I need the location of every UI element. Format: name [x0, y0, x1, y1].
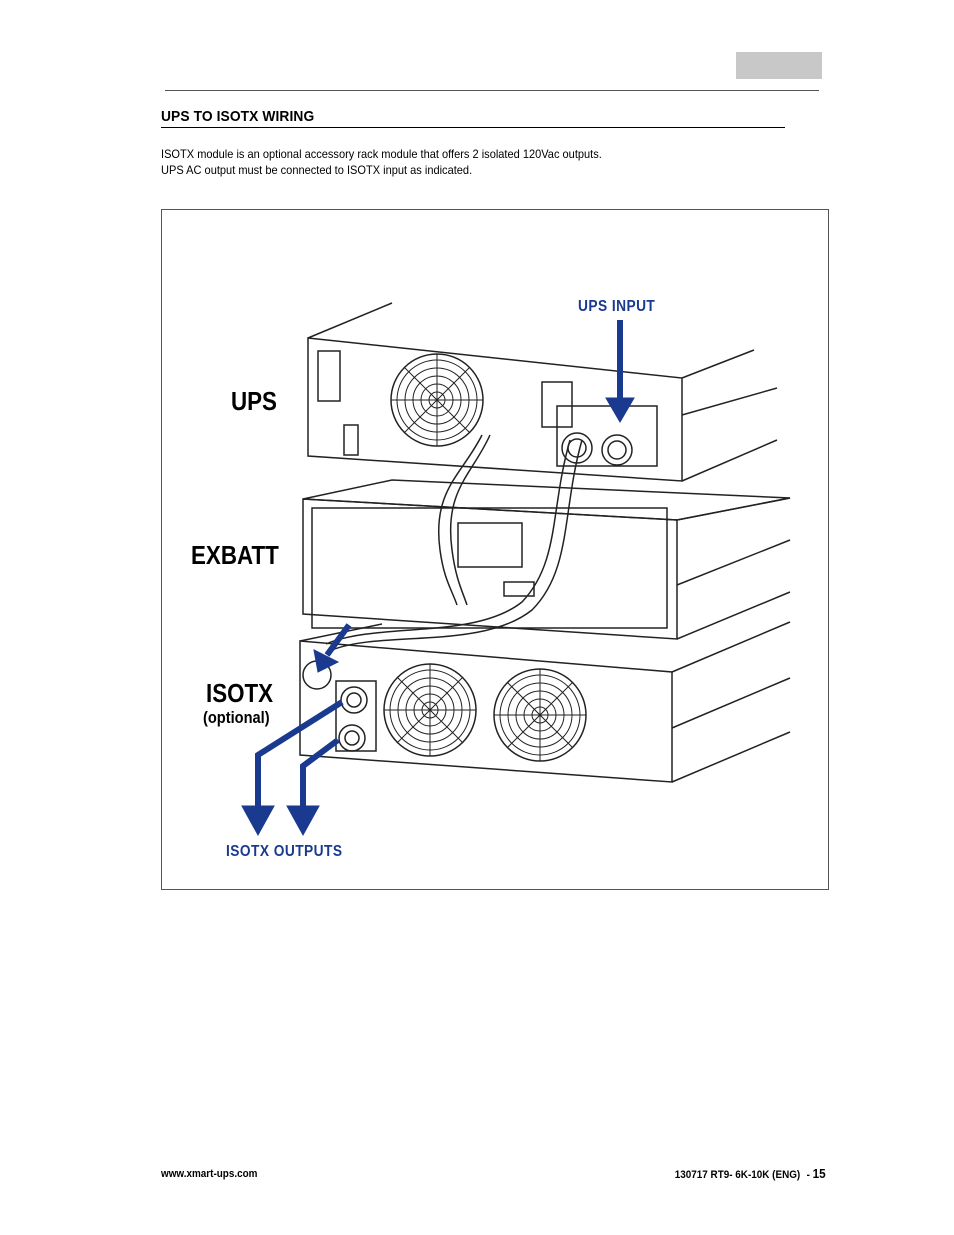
isotx-fan-1-icon: [383, 663, 477, 757]
footer-website: www.xmart-ups.com: [161, 1168, 258, 1180]
isotx-optional-label: (optional): [203, 708, 270, 727]
isotx-input-arrow: [313, 649, 340, 673]
footer-doc-ref: 130717 RT9- 6K-10K (ENG): [675, 1169, 801, 1181]
ups-input-label: UPS INPUT: [578, 298, 656, 315]
ups-label: UPS: [231, 386, 277, 416]
section-title: UPS TO ISOTX WIRING: [161, 108, 315, 125]
wiring-figure: UPS EXBATT ISOTX (optional) UPS INPUT IS…: [161, 209, 829, 890]
header-tab: [736, 52, 822, 79]
footer-page-number: 15: [812, 1166, 826, 1181]
arrows: [241, 320, 635, 837]
isotx-fan-2-icon: [493, 668, 587, 762]
isotx-outputs-label: ISOTX OUTPUTS: [226, 843, 343, 860]
isotx-output-2-arrow: [286, 805, 320, 837]
cables: [325, 434, 583, 651]
title-rule: [161, 127, 785, 128]
header-rule: [165, 90, 819, 91]
isotx-unit: [299, 621, 791, 783]
isotx-output-1-arrow: [241, 805, 275, 837]
wiring-diagram: [241, 302, 791, 837]
intro-line-1: ISOTX module is an optional accessory ra…: [161, 147, 602, 161]
intro-paragraph: ISOTX module is an optional accessory ra…: [161, 146, 602, 178]
ups-input-arrow: [605, 397, 635, 423]
isotx-label: ISOTX: [206, 678, 274, 708]
exbatt-unit: [302, 479, 791, 640]
intro-line-2: UPS AC output must be connected to ISOTX…: [161, 163, 473, 177]
exbatt-label: EXBATT: [191, 540, 279, 570]
footer-doc-info: 130717 RT9- 6K-10K (ENG) - 15: [675, 1166, 826, 1181]
ups-fan-icon: [390, 353, 484, 447]
ups-unit: [307, 302, 778, 482]
footer-page-sep: -: [806, 1169, 811, 1181]
